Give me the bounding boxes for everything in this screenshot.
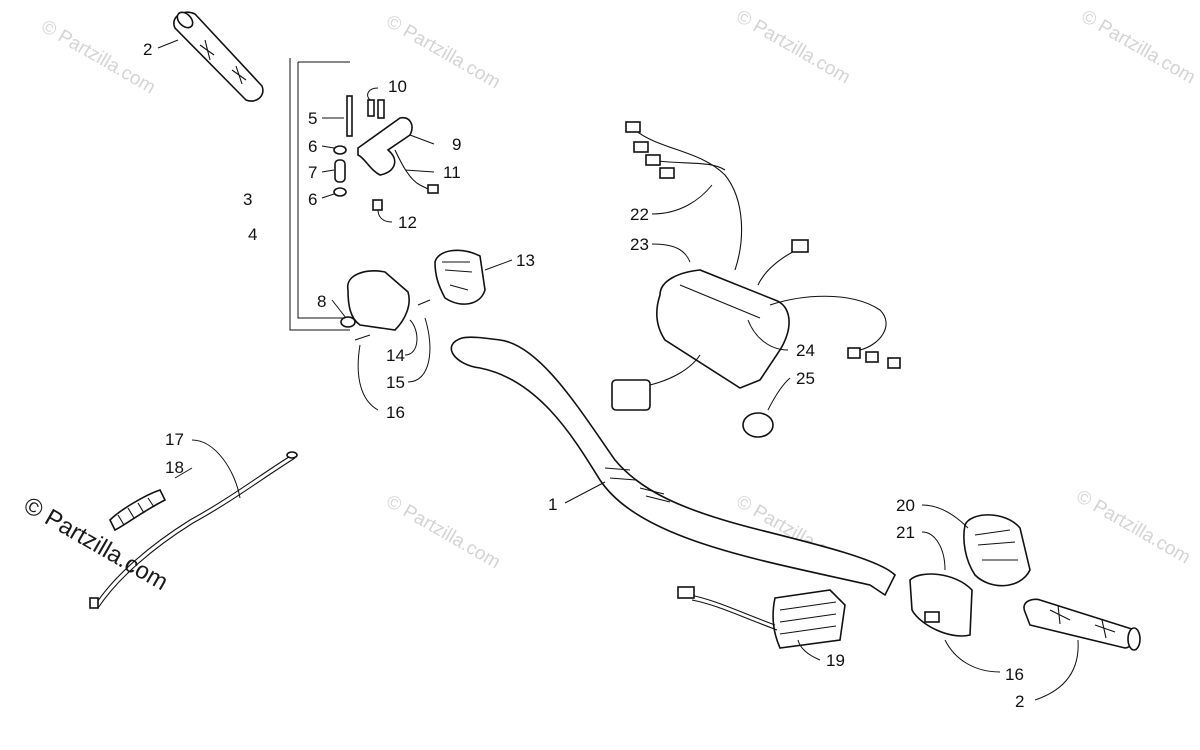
callout-17: 17	[165, 430, 184, 449]
callout-13: 13	[516, 251, 535, 270]
callout-10: 10	[388, 77, 407, 96]
handlebar	[450, 336, 896, 597]
callout-7: 7	[308, 163, 317, 182]
watermark-text: © Partzilla.com	[733, 6, 854, 88]
callout-21: 21	[896, 523, 915, 542]
callout-15: 15	[386, 373, 405, 392]
callout-23: 23	[630, 235, 649, 254]
callout-14: 14	[386, 346, 405, 365]
callout-3: 3	[243, 190, 252, 209]
watermark-text: © Partzilla.com	[1078, 6, 1199, 88]
callout-12: 12	[398, 213, 417, 232]
right-grip	[1023, 598, 1141, 651]
callout-19: 19	[826, 651, 845, 670]
callout-2: 2	[1015, 692, 1024, 711]
leader-lines	[157, 39, 1079, 701]
watermarks: © Partzilla.com © Partzilla.com © Partzi…	[19, 6, 1199, 596]
callout-20: 20	[896, 496, 915, 515]
callout-labels: 1 2 2 3 4 5 6 6 7 8 9 10 11 12 13 14 15 …	[143, 40, 1024, 711]
callout-4: 4	[248, 225, 257, 244]
throttle-lever-assembly	[333, 95, 439, 211]
callout-16: 16	[386, 403, 405, 422]
right-switch-housing	[909, 514, 1031, 637]
bracket-lines	[289, 58, 350, 331]
callout-18: 18	[165, 458, 184, 477]
callout-5: 5	[308, 109, 317, 128]
wiring-harness	[611, 121, 901, 438]
callout-25: 25	[796, 369, 815, 388]
callout-2: 2	[143, 40, 152, 59]
left-grip	[173, 11, 264, 102]
switch-housing	[340, 249, 486, 341]
watermark-text: © Partzilla.com	[38, 16, 159, 98]
throttle-cable	[89, 451, 298, 609]
callout-9: 9	[452, 135, 461, 154]
callout-16: 16	[1005, 665, 1024, 684]
callout-22: 22	[630, 205, 649, 224]
hand-warmer-element	[677, 586, 846, 649]
callout-8: 8	[317, 292, 326, 311]
watermark-text: © Partzilla.com	[1073, 486, 1194, 568]
callout-11: 11	[443, 163, 461, 182]
callout-6: 6	[308, 190, 317, 209]
callout-24: 24	[796, 341, 815, 360]
watermark-text: © Partzilla.com	[383, 491, 504, 573]
callout-6: 6	[308, 137, 317, 156]
callout-1: 1	[548, 495, 557, 514]
